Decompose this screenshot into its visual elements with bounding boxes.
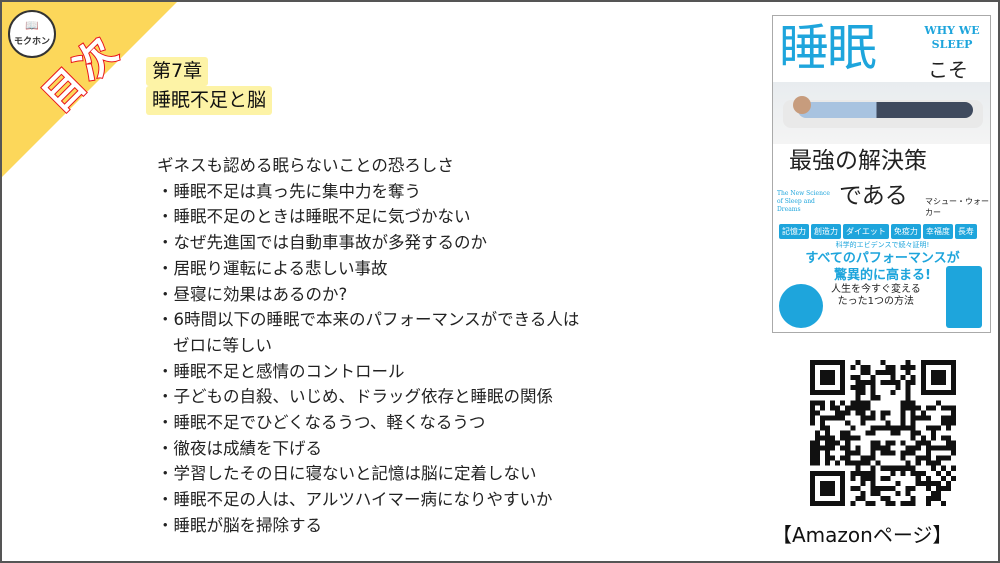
chapter-number: 第7章	[146, 57, 209, 86]
cover-science: 科学的エビデンスで続々証明!	[835, 241, 930, 249]
amazon-link[interactable]: 【Amazonページ】	[772, 523, 953, 547]
toc-item: ゼロに等しい	[173, 335, 272, 355]
book-icon: 📖	[25, 19, 39, 32]
cover-tag: 免疫力	[890, 224, 921, 239]
cover-tags: 記憶力創造力ダイエット免疫力幸福度長寿	[779, 224, 977, 239]
toc-item: ・なぜ先進国では自動車事故が多発するのか	[157, 233, 487, 253]
cover-subtitle: The New Science of Sleep and Dreams	[777, 190, 830, 213]
qr-code[interactable]	[810, 360, 956, 506]
toc-item: ・睡眠不足でひどくなるうつ、軽くなるうつ	[157, 413, 486, 433]
cover-tag: 長寿	[954, 224, 977, 239]
book-cover[interactable]: 睡眠 WHY WE SLEEP こそ 最強の解決策 である The New Sc…	[772, 15, 991, 333]
chapter-heading: 第7章 睡眠不足と脳	[146, 57, 273, 115]
cover-bottom: 人生を今すぐ変えるたった1つの方法	[831, 284, 921, 307]
toc-item: ・昼寝に効果はあるのか?	[157, 284, 348, 304]
toc-item: ・睡眠不足は真っ先に集中力を奪う	[157, 181, 421, 201]
toc-list: ギネスも認める眠らないことの恐ろしさ・睡眠不足は真っ先に集中力を奪う・睡眠不足の…	[157, 153, 579, 539]
cover-english-title: WHY WE SLEEP	[924, 24, 980, 51]
cover-title: 睡眠	[779, 19, 877, 77]
cover-author: マシュー・ウォーカー	[925, 197, 989, 217]
cover-tag: 幸福度	[922, 224, 953, 239]
cover-side-band	[946, 266, 982, 328]
toc-item: ギネスも認める眠らないことの恐ろしさ	[157, 156, 454, 175]
cover-photo	[773, 82, 990, 144]
cover-tag: 創造力	[811, 224, 841, 239]
toc-item: ・睡眠が脳を掃除する	[157, 515, 322, 535]
toc-item: ・睡眠不足と感情のコントロール	[157, 361, 405, 381]
toc-item: ・睡眠不足の人は、アルツハイマー病になりやすいか	[157, 490, 553, 510]
mokuhon-logo: 📖モクホン	[8, 10, 56, 58]
cover-main-2: である	[839, 183, 908, 209]
toc-item: ・6時間以下の睡眠で本来のパフォーマンスができる人は	[157, 310, 580, 330]
toc-item: ・徹夜は成績を下げる	[157, 438, 322, 458]
toc-item: ・居眠り運転による悲しい事故	[157, 258, 388, 278]
cover-tag: ダイエット	[843, 224, 889, 239]
cover-tag: 記憶力	[779, 224, 809, 239]
cover-headline: すべてのパフォーマンスが驚異的に高まる!	[805, 251, 960, 283]
cover-main-1: 最強の解決策	[789, 148, 927, 174]
toc-item: ・睡眠不足のときは睡眠不足に気づかない	[157, 207, 471, 227]
toc-item: ・学習したその日に寝ないと記憶は脳に定着しない	[157, 464, 537, 484]
cover-koso: こそ	[928, 58, 968, 82]
toc-item: ・子どもの自殺、いじめ、ドラッグ依存と睡眠の関係	[157, 387, 553, 407]
chapter-title: 睡眠不足と脳	[146, 86, 273, 115]
cover-badge	[779, 284, 823, 328]
